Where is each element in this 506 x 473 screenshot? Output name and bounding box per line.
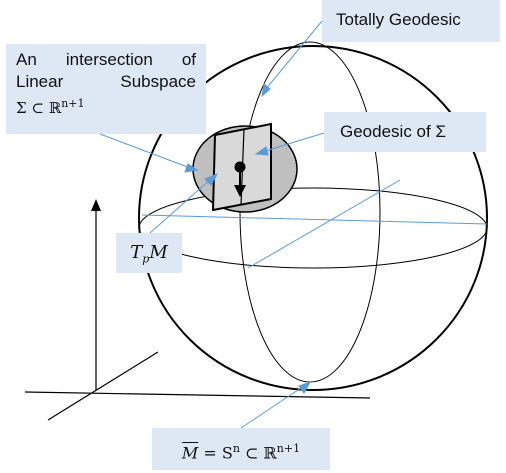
intersection-line2: Linear Subspace — [16, 72, 196, 91]
callout-tangent-space: TpM — [116, 233, 182, 273]
callout-geodesic-of-sigma: Geodesic of Σ — [324, 112, 486, 152]
diagonal-blue-line — [247, 179, 401, 269]
leader-manifold — [240, 385, 305, 429]
callout-totally-geodesic: Totally Geodesic — [322, 0, 500, 42]
equatorial-blue-line — [141, 214, 488, 225]
equator-circle — [138, 187, 488, 269]
tangent-space-base: T — [130, 242, 143, 263]
callout-geodesic-bg — [324, 112, 486, 152]
leader-geodesic — [261, 132, 325, 153]
dimension-superscript: n+1 — [61, 97, 85, 110]
sigma-subset-r: Σ ⊂ ℝ — [16, 99, 62, 117]
intersection-line1: An intersection of — [16, 50, 196, 69]
callout-totally-geodesic-bg — [322, 0, 500, 42]
tangent-space-tail: M — [149, 242, 168, 263]
y-axis — [47, 351, 159, 421]
leader-manifold-arrow — [298, 381, 312, 394]
manifold-bar-m: M — [181, 443, 199, 463]
meridian-circle — [239, 41, 381, 383]
callout-manifold: M = Sn ⊂ ℝn+1 — [152, 428, 330, 470]
leader-intersection-arrow — [184, 163, 199, 173]
manifold-s-sup: n — [232, 442, 240, 455]
x-axis — [24, 391, 371, 399]
callout-tangent-space-bg — [116, 233, 182, 273]
manifold-r-sup: n+1 — [276, 442, 301, 455]
intersection-line3: Σ ⊂ ℝn+1 — [16, 93, 196, 119]
leader-totally-geodesic — [264, 20, 323, 91]
leader-totally-geodesic-arrow — [261, 83, 271, 98]
callout-intersection-bg — [6, 44, 206, 134]
callout-intersection: An intersection of Linear Subspace Σ ⊂ ℝ… — [6, 44, 206, 134]
tangent-vector-arrowhead — [234, 185, 246, 197]
manifold-subset-r: ⊂ ℝ — [239, 443, 277, 463]
callout-manifold-bg — [152, 428, 330, 470]
leader-intersection — [99, 133, 191, 169]
leader-tangent-space-arrow — [204, 172, 219, 186]
manifold-eq-s: = S — [198, 443, 233, 463]
leader-tangent-space — [149, 177, 213, 234]
z-axis-arrowhead — [91, 199, 101, 211]
totally-geodesic-label: Totally Geodesic — [336, 10, 461, 29]
sphere-outline — [138, 45, 488, 391]
leader-geodesic-arrow — [254, 146, 269, 156]
tangent-space-sub: p — [142, 252, 150, 266]
geodesic-of-sigma-label: Geodesic of Σ — [340, 122, 446, 141]
